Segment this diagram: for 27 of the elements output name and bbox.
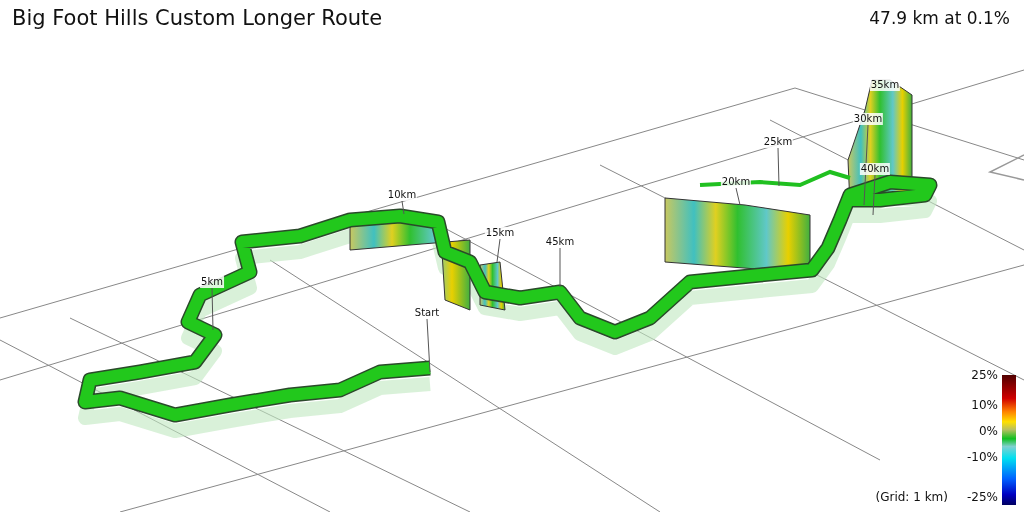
scale-tick-label: 25% bbox=[971, 368, 998, 382]
gradient-color-scale bbox=[1002, 375, 1016, 505]
title: Big Foot Hills Custom Longer Route bbox=[12, 6, 383, 30]
distance-marker: 20km bbox=[720, 176, 752, 188]
distance-marker: Start bbox=[413, 307, 441, 319]
distance-marker: 25km bbox=[762, 136, 794, 148]
leader-line bbox=[777, 147, 780, 187]
distance-marker: 45km bbox=[544, 236, 576, 248]
scale-tick-label: -10% bbox=[967, 450, 998, 464]
leader-line bbox=[211, 287, 214, 331]
distance-grade-text: 47.9 km at 0.1% bbox=[869, 8, 1010, 28]
scale-tick-label: -25% bbox=[967, 490, 998, 504]
scale-tick-label: 0% bbox=[978, 424, 998, 438]
distance-marker: 15km bbox=[484, 227, 516, 239]
leader-line bbox=[735, 187, 741, 206]
scale-tick-label: 10% bbox=[971, 398, 998, 412]
grid-note: (Grid: 1 km) bbox=[875, 490, 948, 504]
leader-line bbox=[872, 174, 876, 216]
distance-marker: 5km bbox=[200, 276, 224, 288]
leader-line bbox=[559, 247, 561, 288]
distance-marker: 40km bbox=[859, 163, 891, 175]
distance-marker: 30km bbox=[852, 113, 884, 125]
leader-line bbox=[426, 318, 431, 373]
leader-line bbox=[401, 200, 405, 215]
leader-line bbox=[496, 238, 501, 263]
distance-marker: 35km bbox=[869, 79, 901, 91]
distance-marker: 10km bbox=[386, 189, 418, 201]
